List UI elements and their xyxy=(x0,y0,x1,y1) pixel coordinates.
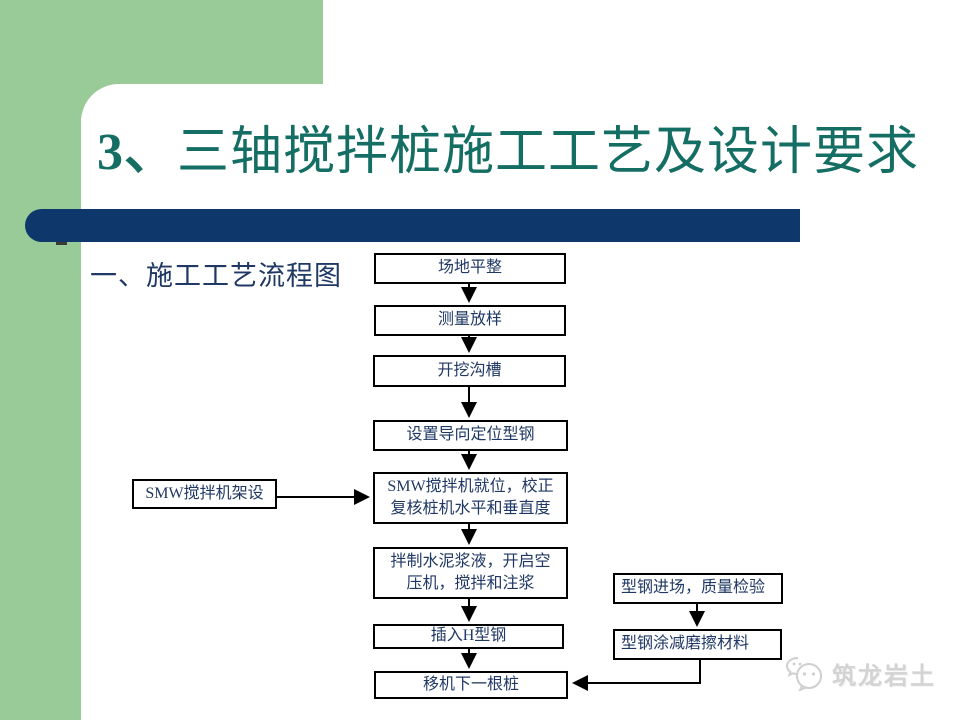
flow-step-steel-coating: 型钢涂减磨擦材料 xyxy=(613,629,782,660)
watermark: 筑龙岩土 xyxy=(784,655,936,691)
content-card xyxy=(81,84,960,720)
title-number: 3、 xyxy=(97,124,178,181)
flow-step-guide-steel: 设置导向定位型钢 xyxy=(373,420,568,451)
flow-step-insert-h-steel: 插入H型钢 xyxy=(373,624,564,649)
flow-step-mixer-positioning: SMW搅拌机就位，校正 复核桩机水平和垂直度 xyxy=(373,472,568,524)
watermark-text: 筑龙岩土 xyxy=(832,662,936,690)
page-title: 3、三轴搅拌桩施工工艺及设计要求 xyxy=(97,124,918,182)
flow-step-site-leveling: 场地平整 xyxy=(374,253,566,284)
flow-step-move-next-pile: 移机下一根桩 xyxy=(374,671,568,699)
title-text: 三轴搅拌桩施工工艺及设计要求 xyxy=(177,124,920,181)
flow-step-trench-excavation: 开挖沟槽 xyxy=(373,355,566,387)
wechat-bubbles-icon xyxy=(785,657,822,691)
divider-bar-shadow xyxy=(56,242,67,245)
flow-step-survey-layout: 测量放样 xyxy=(374,305,566,336)
flow-step-steel-inspection: 型钢进场，质量检验 xyxy=(613,573,783,604)
divider-bar xyxy=(25,209,800,242)
flow-step-mixer-erection: SMW搅拌机架设 xyxy=(132,479,277,509)
section-heading: 一、施工工艺流程图 xyxy=(90,261,342,291)
flow-step-cement-slurry: 拌制水泥浆液，开启空 压机，搅拌和注浆 xyxy=(373,547,568,599)
background-green-left-strip xyxy=(0,0,81,720)
